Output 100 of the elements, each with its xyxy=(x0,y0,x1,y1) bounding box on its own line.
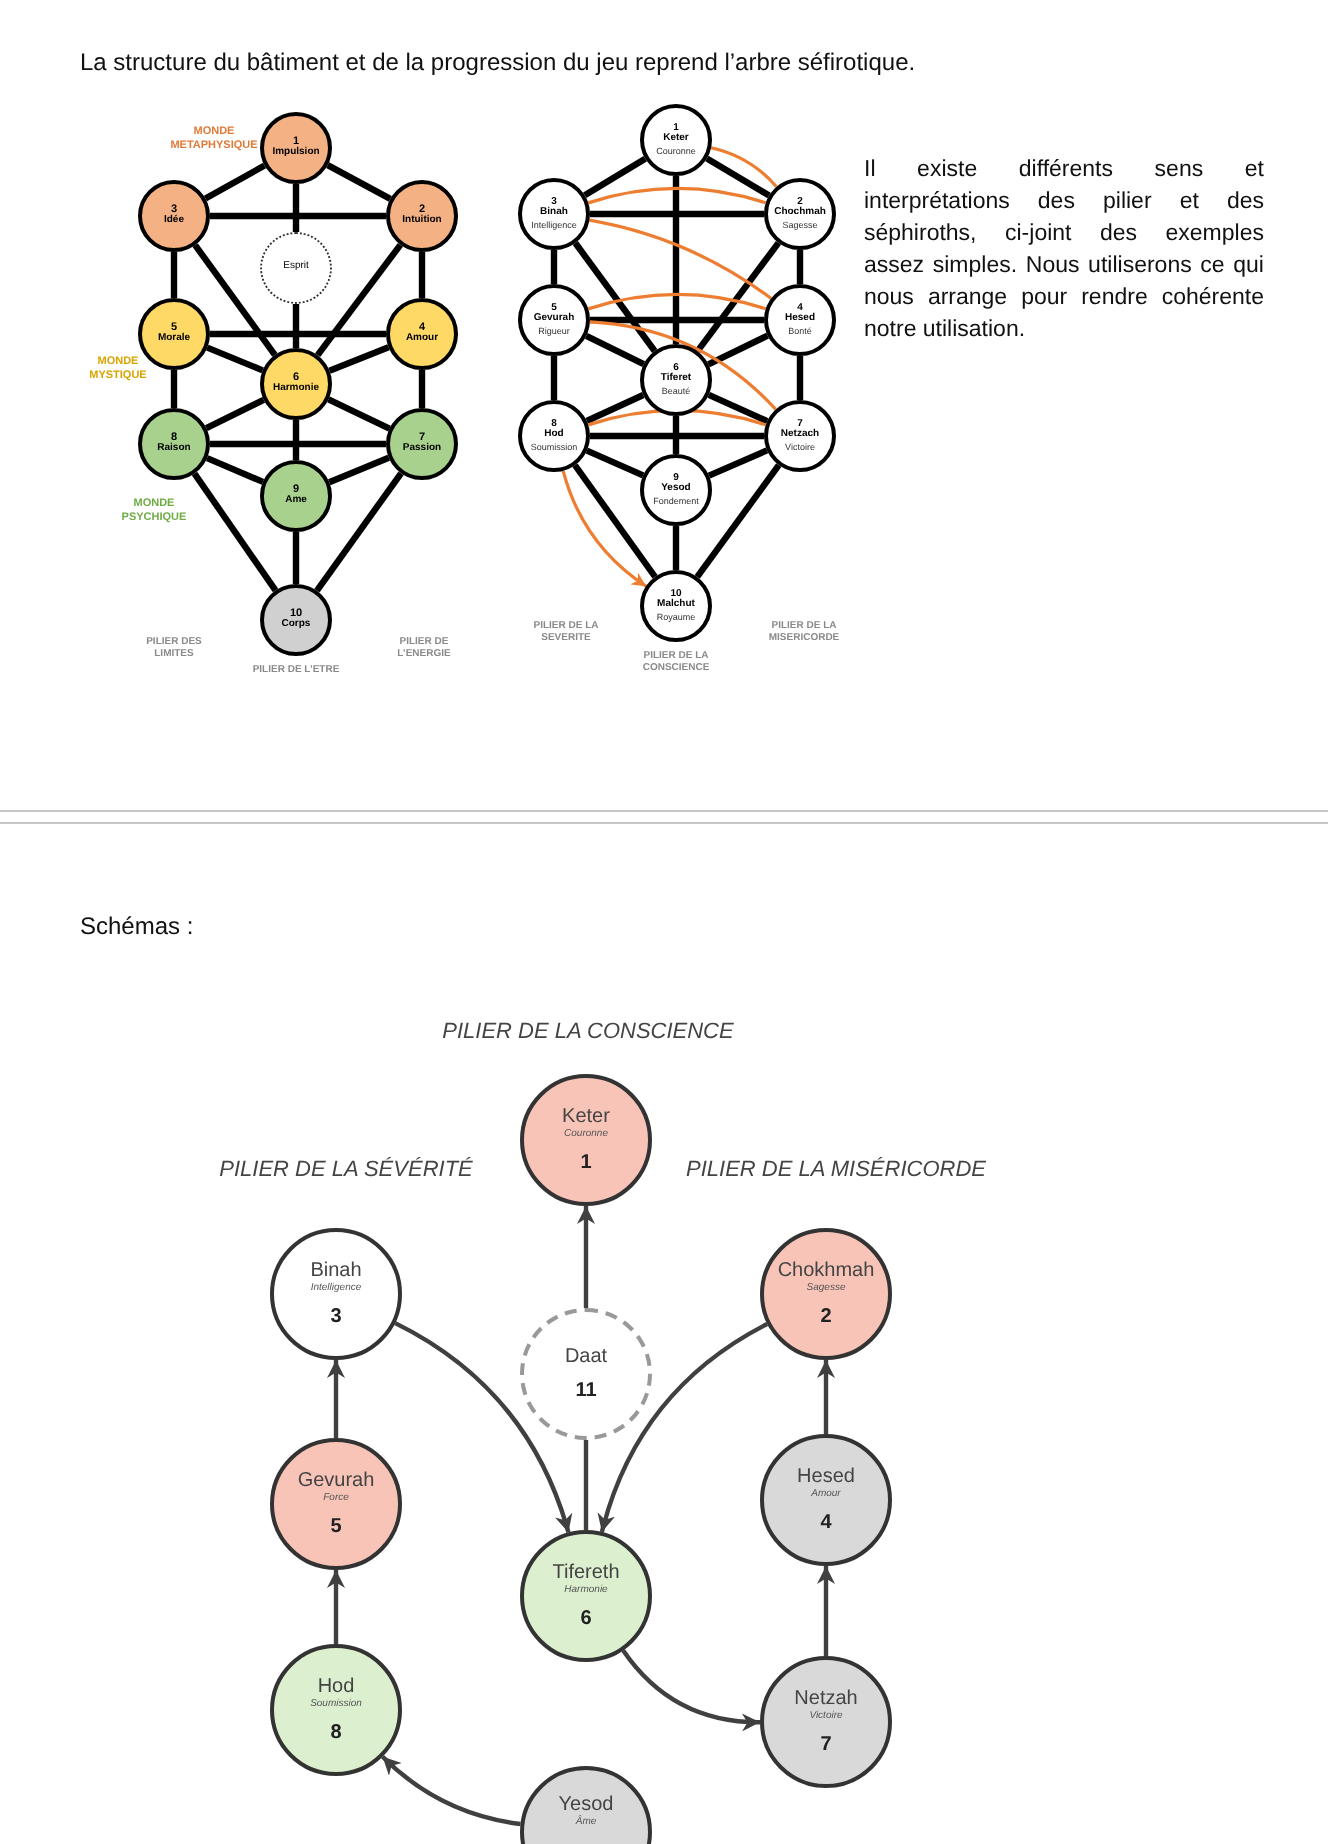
pillar-label: PILIER DE LA MISÉRICORDE xyxy=(684,1158,988,1186)
sephira-number: 6 xyxy=(580,1607,592,1631)
pillar-label: PILIER DE LA SÉVÉRITÉ xyxy=(217,1158,475,1186)
sephira-circle xyxy=(518,400,590,472)
connector-line xyxy=(328,454,390,486)
description-paragraph: Il existe différents sens et interprétations des pilier et des séphiroths, ci-joint des exemples assez simples. Nous utiliserons ce qui nous arrange pour rendre cohérente notre utilisation. xyxy=(864,156,1264,346)
connector-line xyxy=(170,370,178,408)
connector-line xyxy=(327,396,391,432)
sephira-circle xyxy=(640,570,712,642)
connector-line xyxy=(210,440,386,448)
sephira-number: 8 xyxy=(330,1721,342,1745)
pillar-label: PILIER DE LA CONSCIENCE xyxy=(440,1020,736,1048)
connector-line xyxy=(705,155,771,199)
sephira-circle xyxy=(518,178,590,250)
connector-line xyxy=(292,304,300,348)
arrow xyxy=(327,1360,345,1438)
sephira-circle xyxy=(640,344,712,416)
sephira-number: 2 xyxy=(820,1305,832,1329)
connector-line xyxy=(205,455,265,485)
sephira-circle xyxy=(138,180,210,252)
connector-line xyxy=(326,162,392,202)
sephira-circle xyxy=(764,178,836,250)
sephira-name: Chokhmah xyxy=(777,1259,875,1283)
sephira-name: Yesod xyxy=(558,1794,614,1816)
connector-line xyxy=(292,184,300,232)
connector-line xyxy=(292,532,300,584)
section-heading: Schémas : xyxy=(80,912,196,942)
page-heading: La structure du bâtiment et de la progression du jeu reprend l’arbre séfirotique. xyxy=(80,48,916,76)
sephira-circle xyxy=(640,454,712,526)
connector-line xyxy=(585,392,645,424)
sephira-number: 3 xyxy=(330,1305,342,1329)
connector-line xyxy=(707,447,769,479)
lightning-path xyxy=(587,292,767,311)
connector-line xyxy=(418,252,426,298)
arrow xyxy=(381,1755,521,1827)
arrow xyxy=(577,1206,595,1308)
lightning-path xyxy=(710,146,778,188)
sephira-circle xyxy=(260,348,332,420)
connector-line xyxy=(315,242,403,358)
lightning-path xyxy=(589,218,773,300)
sephira-circle xyxy=(138,298,210,370)
connector-line xyxy=(796,250,804,284)
connector-line xyxy=(672,416,680,454)
arrow xyxy=(327,1570,345,1644)
sephira-name: Gevurah xyxy=(297,1469,375,1493)
connector-line xyxy=(583,1440,589,1530)
sephira-circle xyxy=(260,584,332,656)
sephira-number: 4 xyxy=(820,1511,832,1535)
connector-line xyxy=(203,162,267,202)
connector-line xyxy=(210,212,386,220)
connector-line xyxy=(707,391,769,425)
lightning-path xyxy=(589,320,777,411)
connector-line xyxy=(585,447,645,479)
connector-line xyxy=(707,332,769,368)
sephira-circle xyxy=(386,298,458,370)
sephira-circle xyxy=(764,400,836,472)
sephira-circle xyxy=(260,112,332,184)
connector-line xyxy=(583,155,647,199)
connector-line xyxy=(550,356,558,400)
connector-line xyxy=(328,344,390,374)
lightning-path xyxy=(587,186,767,205)
sephira-circle xyxy=(764,284,836,356)
sephira-name: Keter xyxy=(562,1105,610,1129)
connector-line xyxy=(192,243,278,357)
connector-line xyxy=(590,210,764,218)
sephira-circle xyxy=(518,284,590,356)
arrow xyxy=(394,1321,572,1534)
sephira-name: Netzah xyxy=(794,1687,858,1710)
sephira-name: Tifereth xyxy=(552,1561,620,1585)
connector-line xyxy=(204,397,266,431)
arrow xyxy=(598,1322,769,1533)
sephira-name: Daat xyxy=(564,1346,608,1369)
sephira-name: Hesed xyxy=(797,1465,855,1489)
connector-line xyxy=(572,463,658,579)
connector-line xyxy=(672,526,680,570)
sephira-circle xyxy=(386,180,458,252)
sephira-number: 5 xyxy=(330,1515,342,1539)
dashed-circle xyxy=(260,232,332,304)
arrow xyxy=(621,1649,761,1731)
connector-line xyxy=(418,370,426,408)
connector-line xyxy=(170,252,178,298)
connector-line xyxy=(584,333,646,367)
connector-line xyxy=(590,432,764,440)
sephira-name: Hod xyxy=(317,1675,355,1698)
connector-line xyxy=(191,471,279,593)
connector-line xyxy=(550,250,558,284)
connector-line xyxy=(590,316,764,324)
connector-line xyxy=(694,240,782,354)
sephira-circle xyxy=(640,104,712,176)
arrow xyxy=(817,1566,835,1656)
sephira-number: 1 xyxy=(580,1151,592,1175)
sephira-circle xyxy=(386,408,458,480)
sephira-number: 11 xyxy=(575,1379,597,1402)
arrow xyxy=(561,470,647,588)
sephira-number: 7 xyxy=(820,1733,832,1757)
connector-line xyxy=(292,420,300,460)
connector-line xyxy=(206,344,264,374)
connector-line xyxy=(572,241,658,353)
sephira-name: Binah xyxy=(310,1259,362,1282)
connector-line xyxy=(314,471,404,593)
